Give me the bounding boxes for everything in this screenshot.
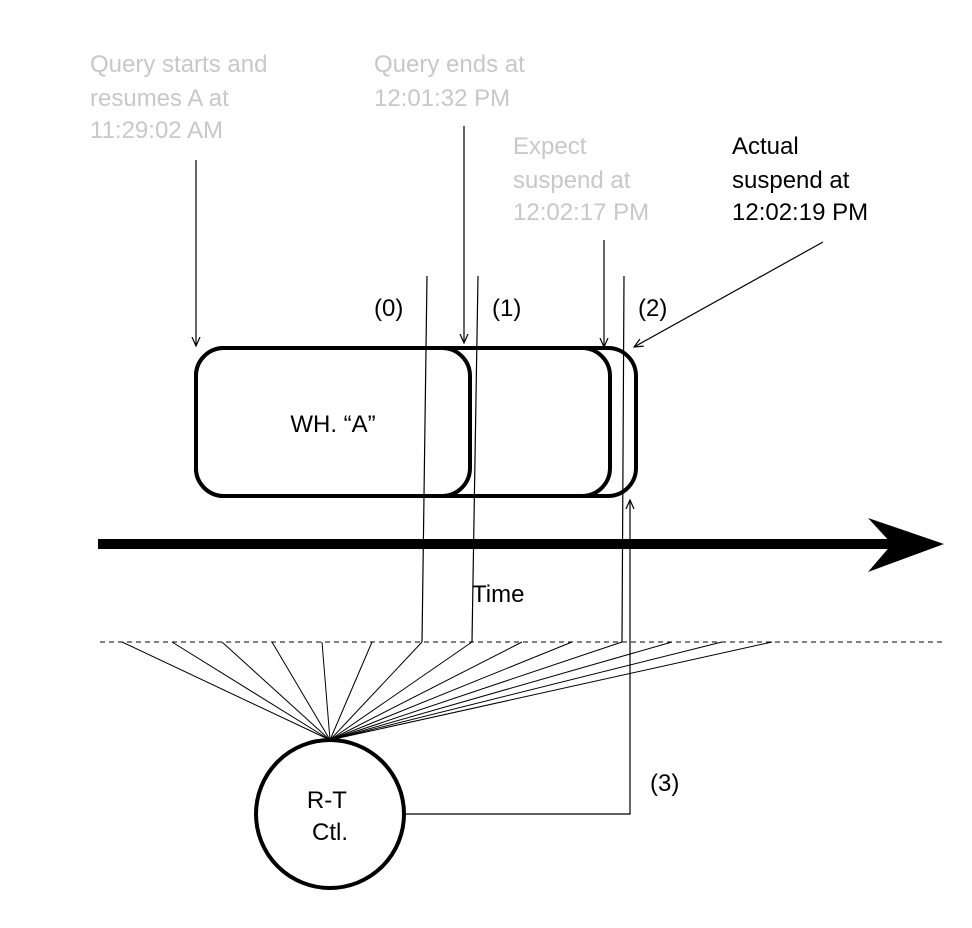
sampling-line	[329, 641, 773, 741]
sampling-line	[171, 641, 331, 741]
sampling-line	[329, 641, 723, 741]
step-0-label: (0)	[374, 295, 403, 322]
check-line-1	[471, 275, 479, 643]
expect-suspend-annotation: Expect suspend at 12:02:17 PM	[513, 133, 649, 226]
sampling-line	[221, 641, 331, 741]
step-2-label: (2)	[638, 295, 667, 322]
sampling-line	[329, 641, 573, 741]
time-axis-label: Time	[472, 581, 524, 608]
sampling-line	[329, 641, 373, 741]
query-end-annotation: Query ends at 12:01:32 PM	[374, 51, 531, 112]
sampling-fan	[121, 641, 773, 741]
sampling-line	[329, 641, 673, 741]
sampling-line	[121, 641, 331, 741]
suspend-signal-path	[404, 500, 630, 815]
sampling-line	[321, 641, 331, 741]
time-axis-arrowhead	[868, 518, 944, 572]
sampling-line	[329, 641, 523, 741]
check-line-2	[621, 275, 625, 643]
warehouse-run-query-box	[194, 346, 472, 498]
warehouse-label: WH. “A”	[290, 411, 375, 438]
controller-label: R-T Ctl.	[307, 787, 353, 846]
actual-suspend-pointer	[634, 241, 824, 347]
check-line-0	[421, 275, 428, 643]
sampling-line	[271, 641, 331, 741]
sampling-line	[329, 641, 623, 741]
query-start-annotation: Query starts and resumes A at 11:29:02 A…	[90, 51, 274, 144]
sampling-line	[329, 641, 423, 741]
actual-suspend-annotation: Actual suspend at 12:02:19 PM	[732, 133, 868, 226]
controller-circle	[254, 738, 406, 890]
sampling-line	[329, 641, 473, 741]
step-3-label: (3)	[650, 770, 679, 797]
step-1-label: (1)	[492, 295, 521, 322]
